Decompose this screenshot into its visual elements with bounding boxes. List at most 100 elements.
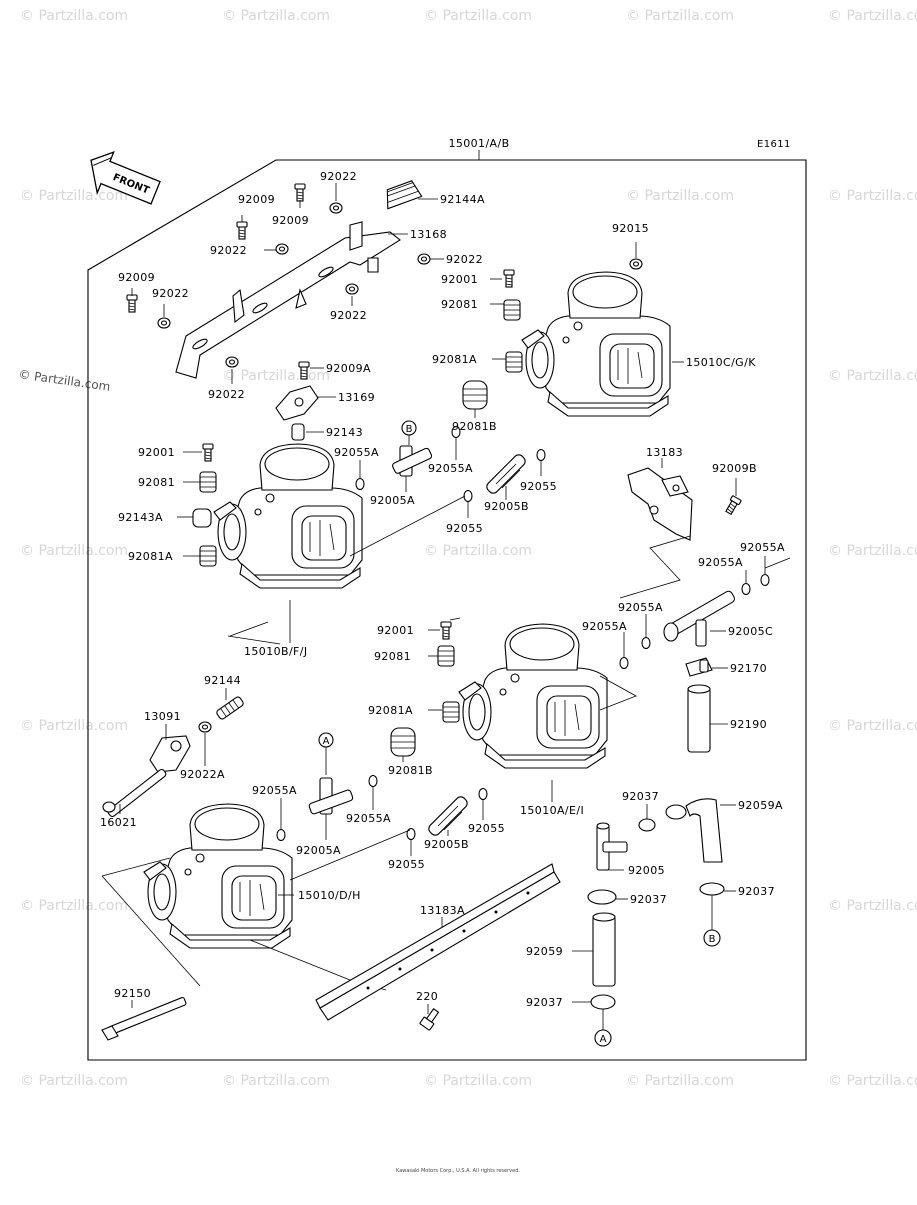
- o-ring-92055A-icon: [368, 774, 378, 788]
- part-label: 92143A: [118, 511, 163, 524]
- part-label: 92022: [330, 309, 367, 322]
- hose-92059A-icon: [665, 798, 723, 863]
- part-label: 92055A: [428, 462, 473, 475]
- spring-92144-icon: [216, 696, 244, 720]
- leader-lines: [119, 183, 766, 1014]
- part-label: 92005A: [296, 844, 341, 857]
- collar-92143A-icon: [192, 508, 212, 528]
- svg-text:B: B: [406, 424, 413, 435]
- o-ring-92055A-icon: [619, 656, 629, 670]
- cable-16021-icon: [102, 768, 167, 818]
- screw-92009A-icon: [298, 361, 310, 380]
- part-label: 92055: [520, 480, 557, 493]
- watermark: © Partzilla.com: [424, 1073, 532, 1089]
- part-label: 92037: [526, 996, 563, 1009]
- diagram-code: E1611: [757, 139, 791, 150]
- carburetor-15010C-icon: [521, 271, 671, 417]
- part-label: 15010A/E/I: [520, 804, 584, 817]
- watermark: © Partzilla.com: [20, 188, 128, 204]
- part-label: 92055A: [582, 620, 627, 633]
- screw-92009-icon: [294, 183, 306, 202]
- washer-92022-icon: [329, 202, 343, 214]
- callout-a-bottom: A: [594, 1009, 612, 1047]
- part-labels: 92022 92144A 92009 92009 13168 92022 920…: [100, 170, 785, 1009]
- screw-92009-icon: [126, 294, 138, 313]
- o-ring-92055A-icon: [641, 636, 651, 650]
- part-label: 92055A: [334, 446, 379, 459]
- o-ring-92055-icon: [536, 448, 546, 462]
- spring-92144A-icon: [386, 180, 423, 210]
- part-label: 92009: [238, 193, 275, 206]
- carburetor-15010-icon: [143, 803, 293, 949]
- svg-text:B: B: [709, 934, 716, 945]
- rail-13183A-icon: [315, 863, 561, 1021]
- watermark: © Partzilla.com: [222, 8, 330, 24]
- watermark: © Partzilla.com: [20, 898, 128, 914]
- washer-92022-icon: [345, 283, 359, 295]
- part-label: 92022A: [180, 768, 225, 781]
- o-ring-92055A-icon: [355, 477, 365, 491]
- watermark: © Partzilla.com: [828, 8, 917, 24]
- part-label: 92055A: [740, 541, 785, 554]
- assembly-frame: [87, 150, 807, 1061]
- part-label: 92022: [152, 287, 189, 300]
- callout-b-top: B: [401, 420, 417, 445]
- part-label: 92009B: [712, 462, 757, 475]
- side-watermark: © Partzilla.com: [18, 367, 112, 394]
- starter-13091-icon: [149, 735, 191, 773]
- o-ring-92055-icon: [478, 787, 488, 801]
- clip-92037-icon: [587, 889, 617, 905]
- part-label: 92143: [326, 426, 363, 439]
- part-label: 92015: [612, 222, 649, 235]
- part-label: 92001: [377, 624, 414, 637]
- part-label: 92081A: [368, 704, 413, 717]
- screw-92001-icon: [503, 269, 515, 288]
- watermark: © Partzilla.com: [828, 368, 917, 384]
- hose-92190-icon: [687, 684, 711, 753]
- part-label: 92055: [446, 522, 483, 535]
- part-label: 92170: [730, 662, 767, 675]
- part-label: 92081B: [452, 420, 497, 433]
- part-label: 92081: [441, 298, 478, 311]
- watermark: © Partzilla.com: [222, 368, 330, 384]
- bracket-13168: [175, 221, 401, 379]
- washer-92022A-icon: [198, 721, 212, 733]
- o-ring-92055-icon: [406, 827, 416, 841]
- part-label: 92055: [468, 822, 505, 835]
- part-label: 13183A: [420, 904, 465, 917]
- part-label: 92055A: [618, 601, 663, 614]
- holder-13169-icon: [275, 385, 319, 421]
- clamp-92170-icon: [685, 657, 713, 677]
- part-label: 92005: [628, 864, 665, 877]
- watermark: © Partzilla.com: [626, 188, 734, 204]
- part-label: 92009: [118, 271, 155, 284]
- watermark: © Partzilla.com: [828, 188, 917, 204]
- spring-92081A-icon: [505, 351, 523, 373]
- callout-b-bottom: B: [703, 895, 721, 947]
- part-label: 92037: [738, 885, 775, 898]
- carburetor-15010B-icon: [213, 443, 363, 589]
- part-label: 92055: [388, 858, 425, 871]
- part-label: 13169: [338, 391, 375, 404]
- part-label: 92005B: [424, 838, 469, 851]
- part-label: 92005A: [370, 494, 415, 507]
- part-label: 92055A: [346, 812, 391, 825]
- svg-text:A: A: [323, 736, 330, 747]
- part-label: 15010/D/H: [298, 889, 361, 902]
- watermark: © Partzilla.com: [20, 718, 128, 734]
- bracket-13183-icon: [627, 467, 693, 541]
- part-label: 220: [416, 990, 438, 1003]
- front-arrow-icon: FRONT: [90, 151, 161, 205]
- watermark: © Partzilla.com: [828, 898, 917, 914]
- pipe-92005C-icon: [663, 590, 735, 647]
- part-label: 92022: [446, 253, 483, 266]
- part-label: 92009: [272, 214, 309, 227]
- part-label: 16021: [100, 816, 137, 829]
- watermark: © Partzilla.com: [20, 543, 128, 559]
- callout-a-mid: A: [318, 732, 334, 775]
- part-label: 92037: [630, 893, 667, 906]
- part-label: 13091: [144, 710, 181, 723]
- spring-92081-icon: [199, 471, 217, 493]
